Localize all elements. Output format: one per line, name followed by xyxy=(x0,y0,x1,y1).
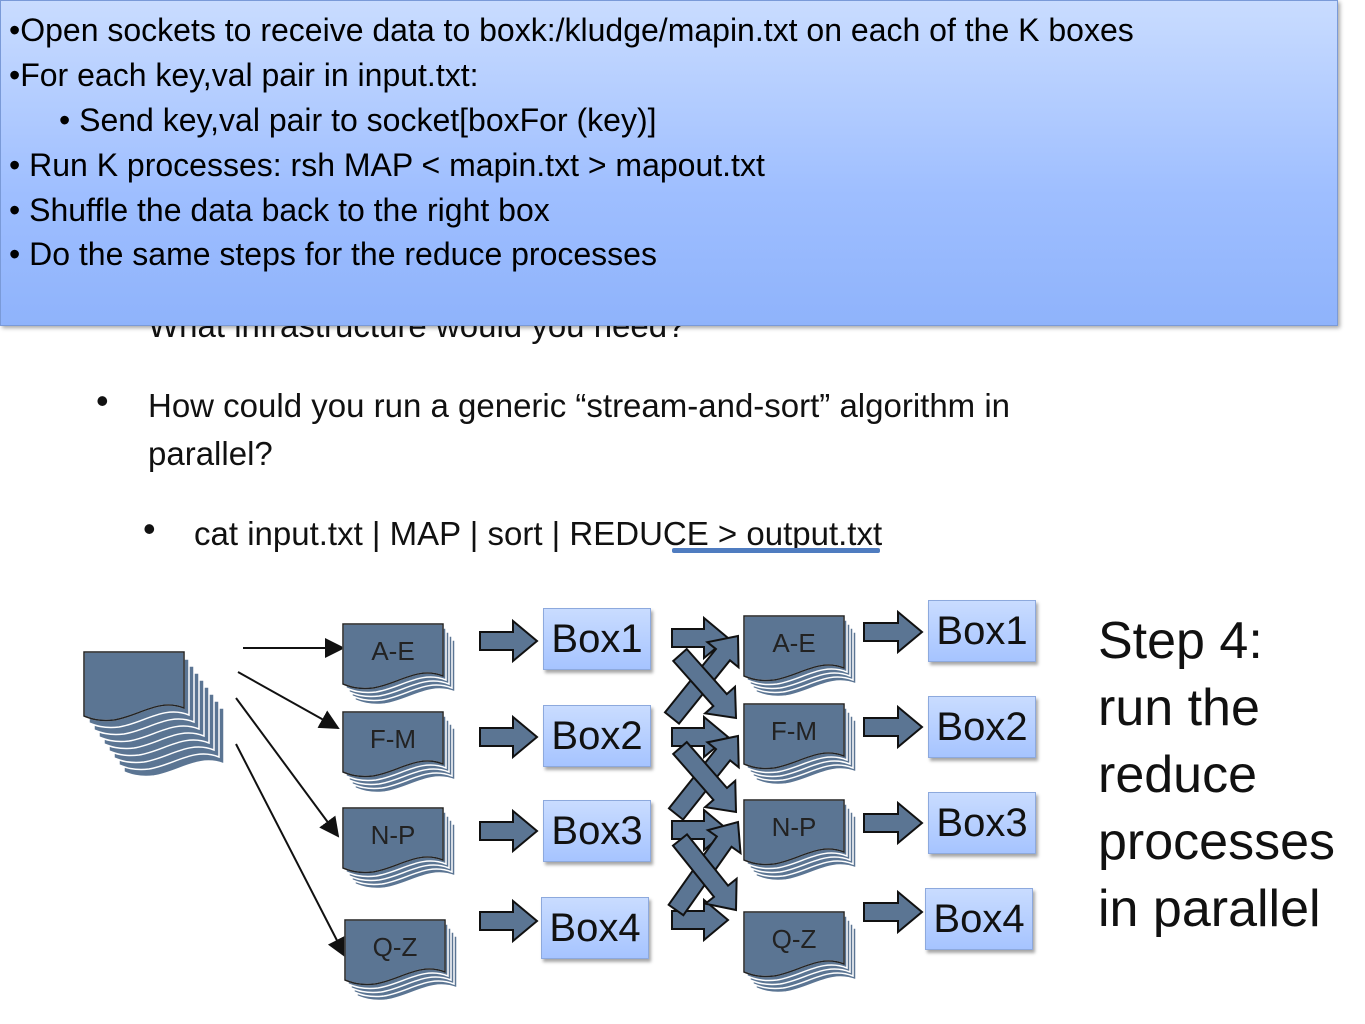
map-in-arrow-3 xyxy=(479,808,539,854)
left-shard-2: F-M xyxy=(342,711,456,794)
step-label: Step 4: run the reduce processes in para… xyxy=(1098,608,1335,943)
callout-line-3: • Send key,val pair to socket[boxFor (ke… xyxy=(59,102,657,138)
reduce-in-arrow-2 xyxy=(863,704,924,750)
map-in-arrow-1 xyxy=(479,618,539,664)
input-page-stack-front-outline xyxy=(83,651,185,722)
callout-line-1: •Open sockets to receive data to boxk:/k… xyxy=(9,12,1134,48)
map-in-arrow-3-shape xyxy=(479,808,539,854)
left-shard-label-2: F-M xyxy=(370,724,416,754)
arrow-to-shard-2 xyxy=(237,671,340,729)
right-shard-label-3: N-P xyxy=(772,812,817,842)
reduce-in-arrow-1-shape xyxy=(863,609,924,655)
shuffle-arrow-2-shape xyxy=(671,647,738,720)
left-shard-label-1: A-E xyxy=(371,636,414,666)
reduce-in-arrow-3 xyxy=(863,800,924,846)
shuffle-arrows xyxy=(663,634,742,917)
left-shard-stacks: A-E F-M N-P Q-Z xyxy=(342,623,458,1002)
reduce-underline xyxy=(672,548,880,553)
map-in-arrow-4 xyxy=(479,898,539,944)
callout-line-2: •For each key,val pair in input.txt: xyxy=(9,57,479,93)
reduce-box-3: Box3 xyxy=(928,792,1036,854)
callout-line-6: • Do the same steps for the reduce proce… xyxy=(9,236,657,272)
left-shard-label-3: N-P xyxy=(371,820,416,850)
shuffle-arrow-4-shape xyxy=(671,740,738,814)
map-out-arrow-4 xyxy=(671,897,730,943)
arrow-to-shard-3 xyxy=(235,697,340,838)
left-shard-4: Q-Z xyxy=(344,919,458,1002)
reduce-in-arrow-4 xyxy=(863,889,924,935)
shuffle-arrow-4 xyxy=(671,740,738,814)
reduce-box-1: Box1 xyxy=(928,600,1036,662)
right-shard-1-front-outline xyxy=(743,615,845,682)
right-shard-2-front-outline xyxy=(743,703,845,770)
shuffle-arrow-6-shape xyxy=(671,832,738,912)
left-shard-label-4: Q-Z xyxy=(373,932,418,962)
left-shard-1-front-outline xyxy=(342,623,444,690)
right-shard-3-front-outline xyxy=(743,799,845,866)
map-box-2: Box2 xyxy=(543,705,651,767)
step-line-1: Step 4: xyxy=(1098,612,1263,670)
map-in-arrow-4-shape xyxy=(479,898,539,944)
arrow-to-shard-4 xyxy=(235,743,346,958)
shuffle-arrow-6 xyxy=(671,832,738,912)
left-shard-2-front-outline xyxy=(342,711,444,778)
block-arrows xyxy=(479,609,924,944)
map-box-3: Box3 xyxy=(543,800,651,862)
right-shard-4-front-outline xyxy=(743,911,845,978)
input-page-stack xyxy=(83,651,225,778)
left-shard-1: A-E xyxy=(342,623,456,706)
step-line-3: reduce xyxy=(1098,746,1257,804)
callout-box: •Open sockets to receive data to boxk:/k… xyxy=(0,0,1338,326)
reduce-in-arrow-3-shape xyxy=(863,800,924,846)
left-shard-3-front-outline xyxy=(342,807,444,874)
right-shard-label-1: A-E xyxy=(772,628,815,658)
right-shard-2: F-M xyxy=(743,703,857,786)
right-shard-1: A-E xyxy=(743,615,857,698)
bullet-question-line1: How could you run a generic “stream-and-… xyxy=(148,387,1011,424)
map-in-arrow-2-shape xyxy=(479,714,539,760)
reduce-in-arrow-1 xyxy=(863,609,924,655)
callout-line-5: • Shuffle the data back to the right box xyxy=(9,192,550,228)
map-out-arrow-4-shape xyxy=(671,897,730,943)
map-box-1: Box1 xyxy=(543,608,651,670)
input-arrows xyxy=(235,638,346,958)
reduce-box-2: Box2 xyxy=(928,696,1036,758)
left-shard-3: N-P xyxy=(342,807,456,890)
step-line-5: in parallel xyxy=(1098,880,1321,938)
right-shard-label-2: F-M xyxy=(771,716,817,746)
reduce-in-arrow-2-shape xyxy=(863,704,924,750)
right-shard-3: N-P xyxy=(743,799,857,882)
left-shard-4-front-outline xyxy=(344,919,446,986)
pipeline-command: cat input.txt | MAP | sort | REDUCE > ou… xyxy=(194,515,883,552)
callout-line-4: • Run K processes: rsh MAP < mapin.txt >… xyxy=(9,147,765,183)
input-document-stack xyxy=(83,651,225,778)
reduce-box-4: Box4 xyxy=(925,888,1033,950)
reduce-in-arrow-4-shape xyxy=(863,889,924,935)
right-shard-stacks: A-E F-M N-P Q-Z xyxy=(743,615,857,994)
shuffle-arrow-2 xyxy=(671,647,738,720)
right-shard-4: Q-Z xyxy=(743,911,857,994)
bullet-dot: • xyxy=(96,380,109,421)
map-box-4: Box4 xyxy=(541,897,649,959)
right-shard-label-4: Q-Z xyxy=(772,924,817,954)
bullet-question-line2: parallel? xyxy=(148,435,273,472)
map-in-arrow-1-shape xyxy=(479,618,539,664)
step-line-2: run the xyxy=(1098,679,1260,737)
map-in-arrow-2 xyxy=(479,714,539,760)
sub-bullet-dot: • xyxy=(143,508,156,549)
step-line-4: processes xyxy=(1098,813,1335,871)
